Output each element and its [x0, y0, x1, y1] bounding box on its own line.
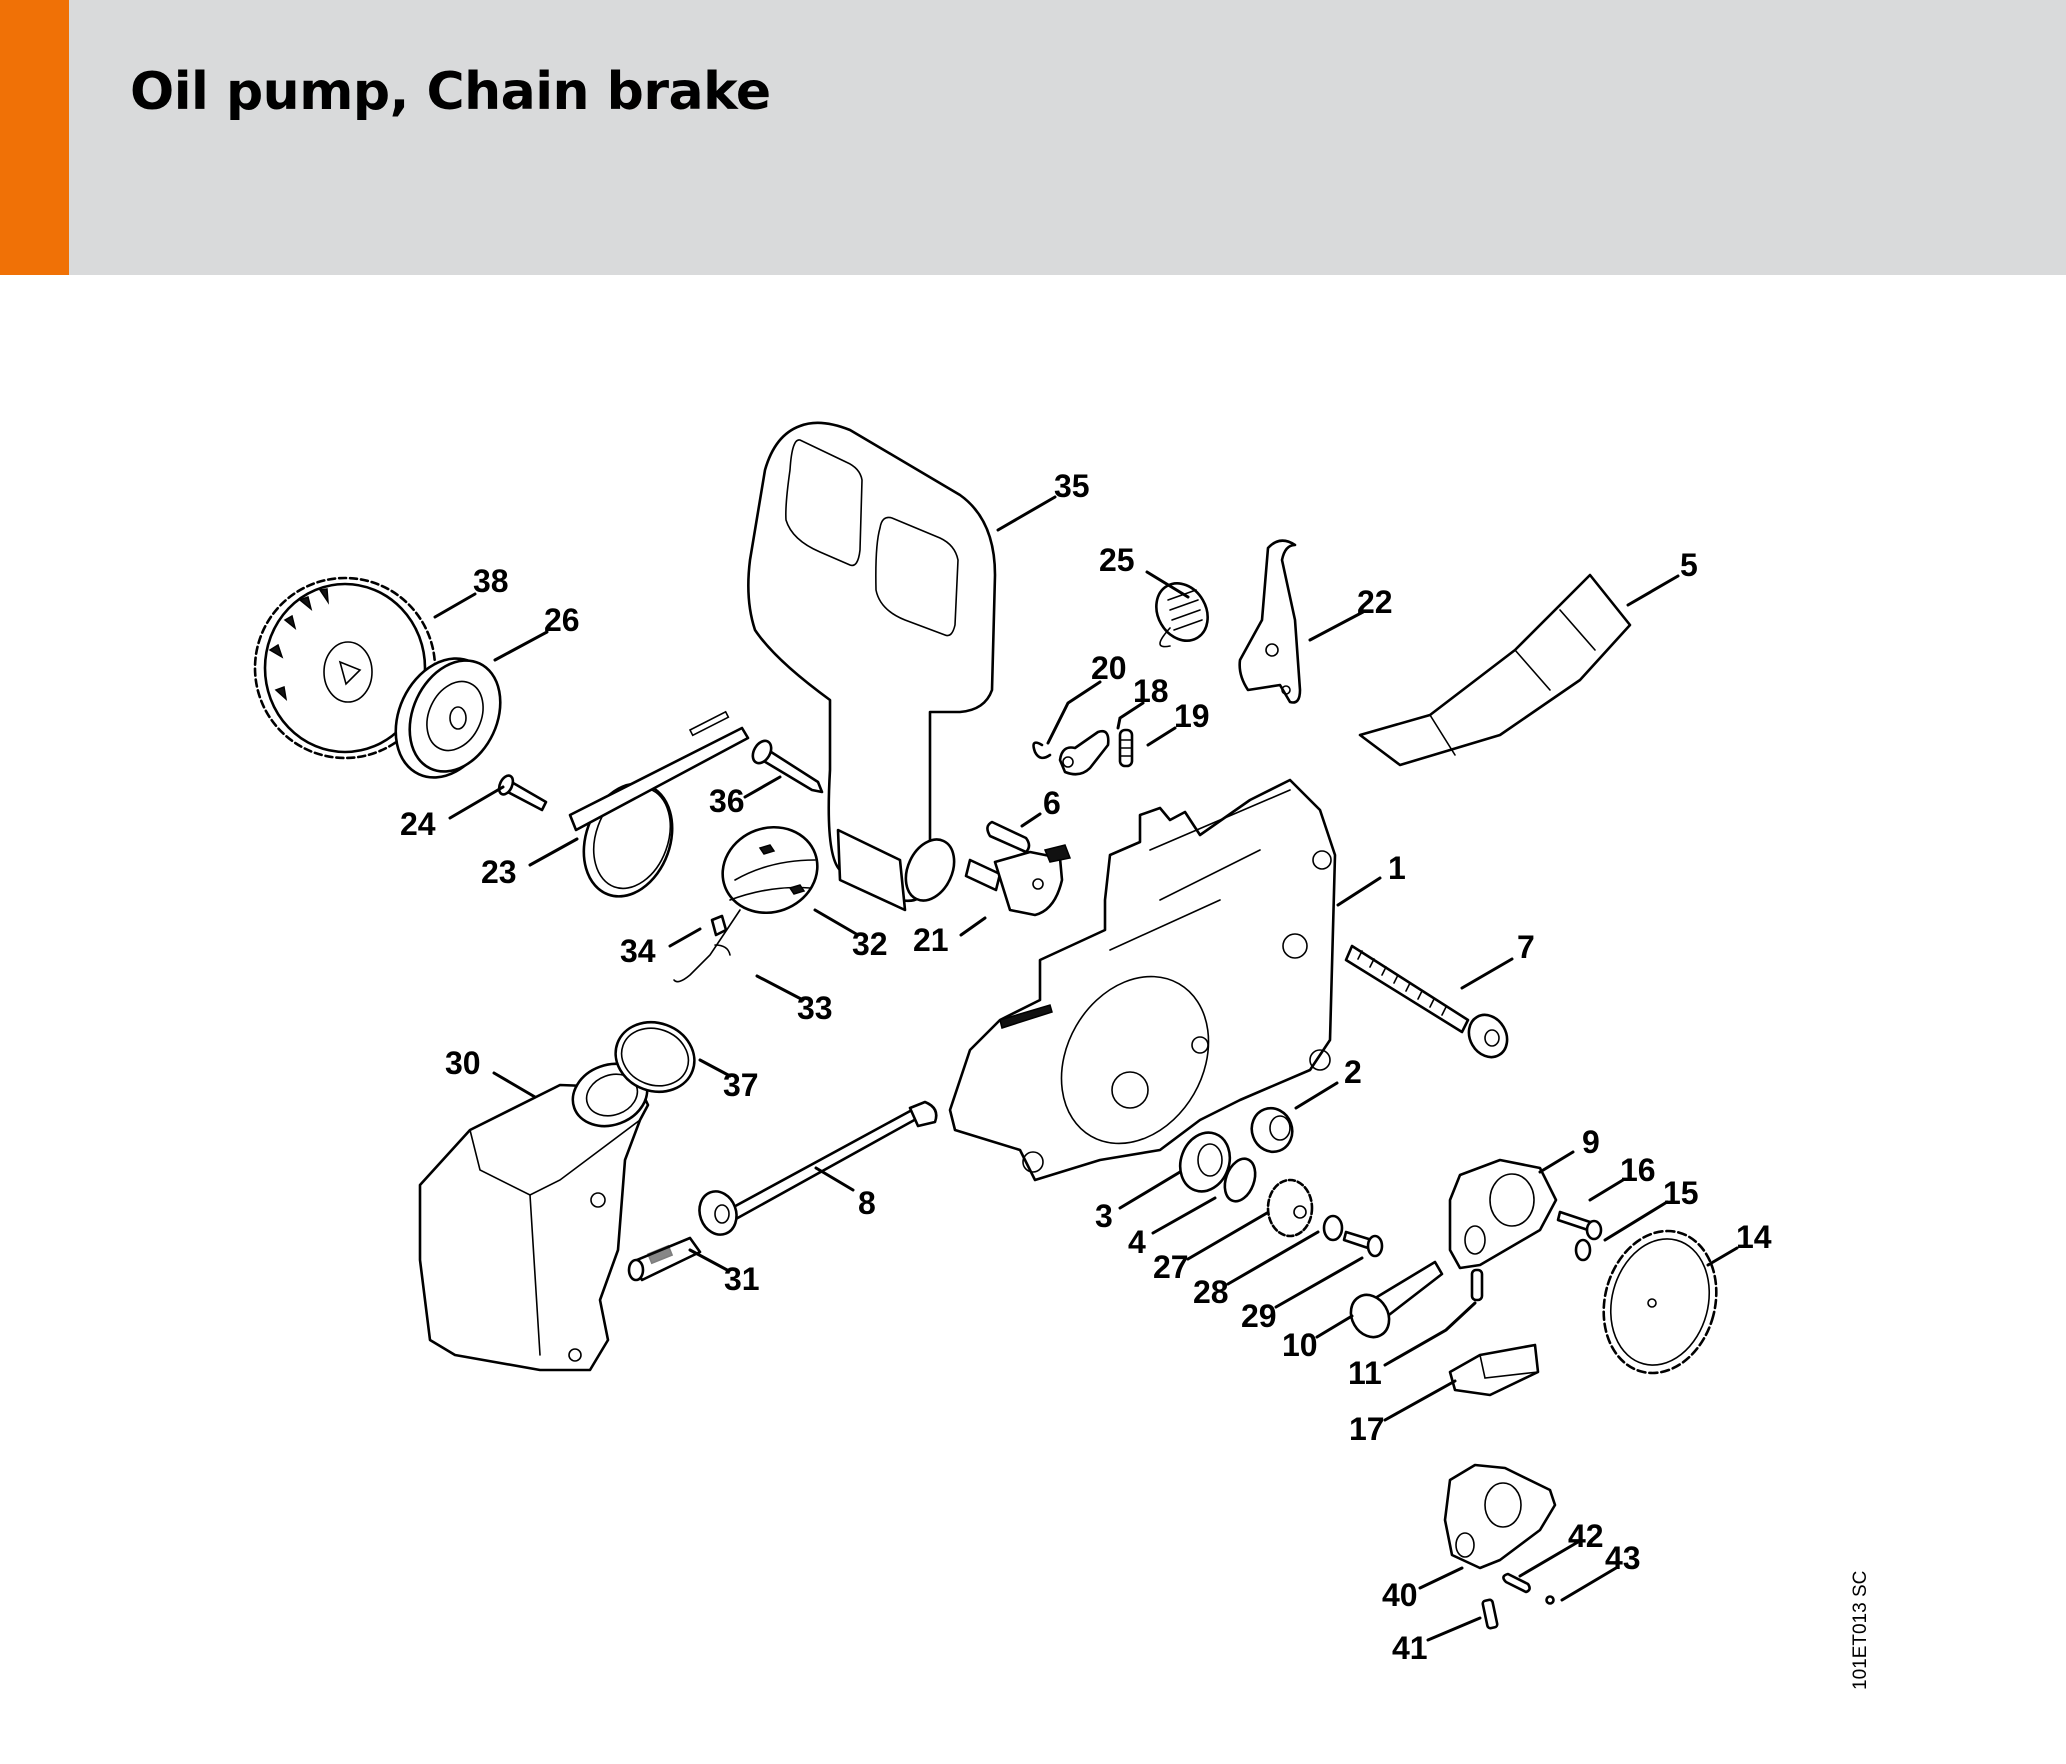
callout-15: 15 — [1663, 1175, 1699, 1211]
callout-20: 20 — [1091, 650, 1127, 686]
part-pickup-body[interactable] — [627, 1236, 702, 1282]
callout-2: 2 — [1344, 1054, 1362, 1090]
callout-33: 33 — [797, 990, 833, 1026]
part-brake-band[interactable] — [568, 710, 750, 909]
part-washer[interactable] — [1574, 1238, 1592, 1262]
part-oil-pump-housing[interactable] — [1448, 1158, 1558, 1270]
callout-6: 6 — [1043, 785, 1061, 821]
part-oil-filler-cap[interactable] — [711, 814, 830, 926]
part-tension-spring[interactable] — [1146, 574, 1218, 650]
part-chain-catcher-plate[interactable] — [1358, 573, 1632, 767]
part-spring[interactable] — [1502, 1572, 1531, 1594]
callout-23: 23 — [481, 854, 517, 890]
page-title: Oil pump, Chain brake — [130, 62, 771, 122]
part-brake-lever[interactable] — [1238, 539, 1302, 704]
callout-labels: 35 25 22 5 38 26 20 18 19 24 36 6 23 1 3… — [400, 468, 1772, 1666]
callout-3: 3 — [1095, 1198, 1113, 1234]
part-retaining-strap[interactable] — [673, 909, 741, 983]
part-o-ring[interactable] — [606, 1011, 704, 1102]
leader-lines — [433, 495, 1739, 1642]
part-oil-tank[interactable] — [418, 1054, 656, 1372]
part-lever[interactable] — [1058, 730, 1110, 776]
part-worm-gear[interactable] — [1588, 1218, 1732, 1386]
part-circlip[interactable] — [1219, 1155, 1260, 1206]
part-guard-screw[interactable] — [749, 738, 824, 794]
callout-11: 11 — [1348, 1355, 1382, 1391]
callout-16: 16 — [1620, 1152, 1656, 1188]
part-bell-crank[interactable] — [964, 844, 1072, 917]
part-washer-small[interactable] — [1322, 1214, 1344, 1242]
part-pump-piston[interactable] — [1343, 1260, 1444, 1344]
callout-19: 19 — [1174, 698, 1210, 734]
callout-36: 36 — [709, 783, 745, 819]
callout-35: 35 — [1054, 468, 1090, 504]
header-accent-bar — [0, 0, 69, 275]
part-hand-guard[interactable] — [747, 421, 997, 912]
callout-42: 42 — [1568, 1518, 1604, 1554]
callout-8: 8 — [858, 1185, 876, 1221]
callout-1: 1 — [1388, 850, 1406, 886]
part-alt-pin[interactable] — [1481, 1598, 1499, 1630]
callout-4: 4 — [1128, 1224, 1146, 1260]
part-suction-hose[interactable] — [694, 1100, 938, 1240]
callout-31: 31 — [724, 1261, 760, 1297]
callout-32: 32 — [852, 926, 888, 962]
part-clutch-drum[interactable] — [377, 642, 517, 793]
part-pin[interactable] — [1470, 1268, 1484, 1302]
callout-9: 9 — [1582, 1124, 1600, 1160]
part-ball-bearing[interactable] — [1172, 1126, 1238, 1199]
part-ball[interactable] — [1545, 1595, 1555, 1605]
part-band-screw[interactable] — [496, 773, 548, 812]
callout-22: 22 — [1357, 584, 1393, 620]
part-pinion[interactable] — [1266, 1178, 1314, 1238]
callout-25: 25 — [1099, 542, 1135, 578]
callout-26: 26 — [544, 602, 580, 638]
callout-18: 18 — [1133, 673, 1169, 709]
part-e-clip[interactable] — [1032, 741, 1052, 760]
callout-24: 24 — [400, 806, 436, 842]
callout-28: 28 — [1193, 1274, 1229, 1310]
callout-37: 37 — [723, 1067, 759, 1103]
callout-27: 27 — [1153, 1249, 1189, 1285]
page-header: Oil pump, Chain brake — [0, 0, 2066, 275]
callout-7: 7 — [1517, 929, 1535, 965]
callout-21: 21 — [913, 922, 949, 958]
part-strap-fitting[interactable] — [710, 914, 728, 937]
callout-34: 34 — [620, 933, 656, 969]
callout-43: 43 — [1605, 1540, 1641, 1576]
callout-38: 38 — [473, 563, 509, 599]
part-crankcase[interactable] — [948, 778, 1337, 1182]
part-collar-screw[interactable] — [1344, 944, 1515, 1064]
part-small-spring[interactable] — [1118, 728, 1134, 768]
part-alt-pump-housing[interactable] — [1443, 1463, 1557, 1570]
callout-30: 30 — [445, 1045, 481, 1081]
callout-40: 40 — [1382, 1577, 1418, 1613]
part-needle-sleeve[interactable] — [1246, 1102, 1299, 1157]
callout-29: 29 — [1241, 1298, 1277, 1334]
part-slotted-screw[interactable] — [1342, 1230, 1384, 1258]
part-screw[interactable] — [1556, 1210, 1603, 1241]
part-control-block[interactable] — [1448, 1343, 1540, 1397]
callout-41: 41 — [1392, 1630, 1428, 1666]
callout-17: 17 — [1349, 1411, 1385, 1447]
callout-14: 14 — [1736, 1219, 1772, 1255]
callout-5: 5 — [1680, 547, 1698, 583]
callout-10: 10 — [1282, 1327, 1318, 1363]
drawing-reference-code: 101ET013 SC — [1850, 1570, 1871, 1690]
